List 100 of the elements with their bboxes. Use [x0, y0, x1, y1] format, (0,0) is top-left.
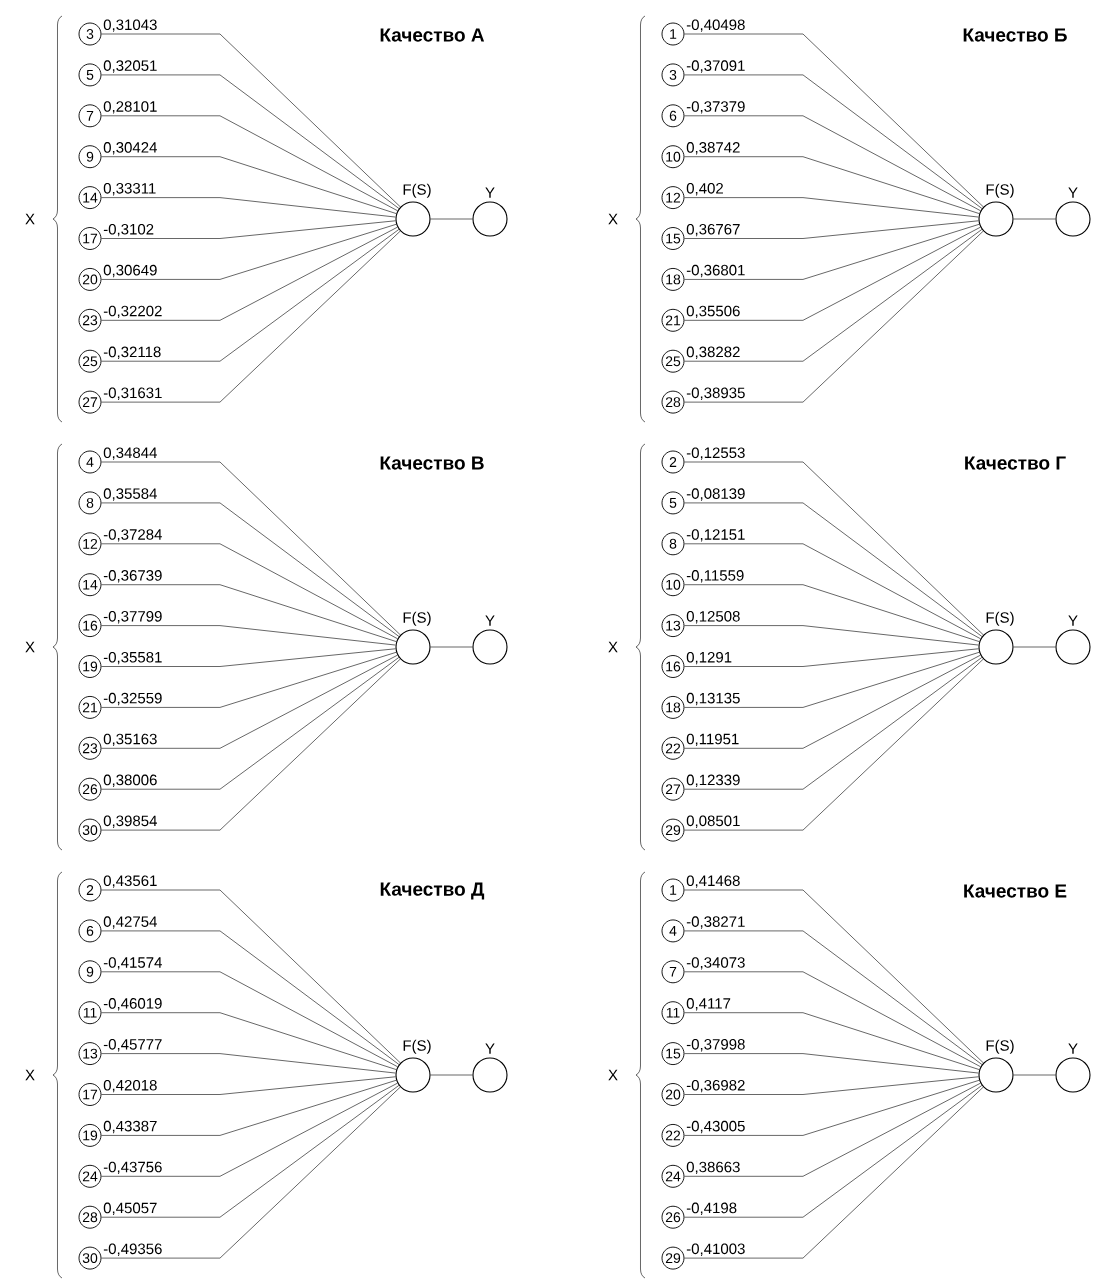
weight-label: -0,36801 [685, 263, 747, 279]
input-label: X [25, 213, 35, 225]
weight-label: 0,35584 [102, 487, 159, 502]
weight-label: -0,41574 [102, 956, 164, 971]
connection-line [101, 197, 396, 218]
weight-label: -0,08139 [685, 487, 747, 502]
weight-label: 0,4117 [685, 997, 732, 1012]
connection-line [684, 1085, 983, 1218]
connection-line [101, 461, 401, 636]
connection-line [101, 230, 401, 403]
connection-line [101, 1082, 398, 1177]
connection-line [684, 657, 983, 790]
connection-line [684, 226, 981, 321]
weight-label: -0,38935 [685, 386, 747, 401]
connection-line [684, 543, 981, 640]
weight-label: 0,39854 [102, 814, 159, 829]
weight-label: 0,36767 [685, 222, 742, 238]
weight-label: 0,38742 [685, 141, 742, 156]
connection-line [101, 584, 397, 642]
weight-label: 0,42018 [102, 1078, 159, 1094]
weight-label: 0,32051 [102, 59, 159, 74]
connection-line [101, 220, 396, 239]
connection-line [684, 1076, 979, 1095]
connection-line [684, 229, 983, 362]
neuron-circle [1055, 629, 1091, 665]
connection-line [684, 220, 979, 239]
weight-label: -0,37998 [685, 1038, 747, 1053]
connection-line [101, 1076, 396, 1095]
connection-line [1013, 1074, 1056, 1076]
neuron-circle [978, 201, 1014, 237]
connection-line [684, 658, 984, 831]
connection-line [1013, 646, 1056, 648]
weight-label: 0,31043 [102, 18, 159, 33]
panel-title: Качество Е [964, 884, 1067, 898]
weight-label: -0,3102 [102, 222, 156, 238]
connection-line [101, 74, 400, 209]
connection-line [684, 74, 983, 209]
connection-line [101, 625, 396, 646]
weight-label: -0,45777 [102, 1038, 164, 1053]
weight-label: 0,30424 [102, 141, 159, 156]
connection-line [101, 156, 397, 214]
node-label: F(S) [403, 611, 431, 626]
weight-label: -0,32202 [102, 304, 164, 320]
neuron-circle [395, 1057, 431, 1093]
weight-label: 0,45057 [102, 1201, 159, 1216]
weight-label: 0,38282 [685, 345, 742, 360]
weight-label: 0,1291 [685, 650, 734, 666]
connection-line [101, 930, 400, 1065]
weight-label: -0,12151 [685, 528, 747, 543]
connection-line [101, 543, 398, 640]
weight-label: -0,35581 [102, 650, 164, 666]
weight-label: 0,402 [685, 182, 725, 197]
connection-line [684, 1086, 984, 1259]
weight-label: -0,41003 [685, 1242, 747, 1257]
connection-line [101, 1053, 396, 1074]
connection-line [684, 156, 980, 214]
connection-line [101, 657, 400, 790]
connection-line [101, 658, 401, 831]
panel-title: Качество Г [965, 456, 1066, 470]
connection-line [101, 651, 397, 708]
connection-line [101, 223, 397, 280]
weight-label: 0,08501 [685, 814, 742, 829]
connection-line [684, 1012, 980, 1070]
connection-line [684, 197, 979, 218]
weight-label: 0,12508 [685, 610, 742, 625]
input-label: X [25, 1069, 35, 1081]
weight-label: -0,37091 [685, 59, 747, 74]
connection-line [684, 654, 981, 749]
weight-label: 0,35506 [685, 304, 742, 320]
node-label: F(S) [986, 611, 1014, 626]
connection-line [101, 1012, 397, 1070]
neuron-circle [472, 629, 508, 665]
weight-label: -0,11559 [685, 569, 746, 584]
weight-label: -0,37379 [685, 100, 747, 115]
panel-title: Качество В [380, 456, 484, 470]
neuron-circle [978, 629, 1014, 665]
neuron-circle [1055, 1057, 1091, 1093]
connection-line [684, 1053, 979, 1074]
connection-line [684, 584, 980, 642]
connection-line [101, 1079, 397, 1136]
connection-line [684, 461, 984, 636]
node-label: F(S) [403, 1039, 431, 1054]
node-label: F(S) [986, 1039, 1014, 1054]
weight-label: 0,13135 [685, 691, 742, 707]
connection-line [684, 651, 980, 708]
input-label: X [608, 641, 618, 653]
input-label: X [25, 641, 35, 653]
node-label: Y [1068, 187, 1078, 198]
node-label: Y [1068, 1043, 1078, 1054]
connection-line [101, 648, 396, 667]
connection-line [101, 1085, 400, 1218]
weight-label: -0,32118 [102, 345, 163, 360]
weight-label: 0,11951 [685, 732, 741, 748]
connection-line [101, 229, 400, 362]
connection-line [684, 971, 981, 1068]
node-label: F(S) [403, 183, 431, 198]
weight-label: 0,38006 [102, 773, 159, 788]
connection-line [684, 502, 983, 637]
neuron-circle [978, 1057, 1014, 1093]
neuron-circle [395, 629, 431, 665]
